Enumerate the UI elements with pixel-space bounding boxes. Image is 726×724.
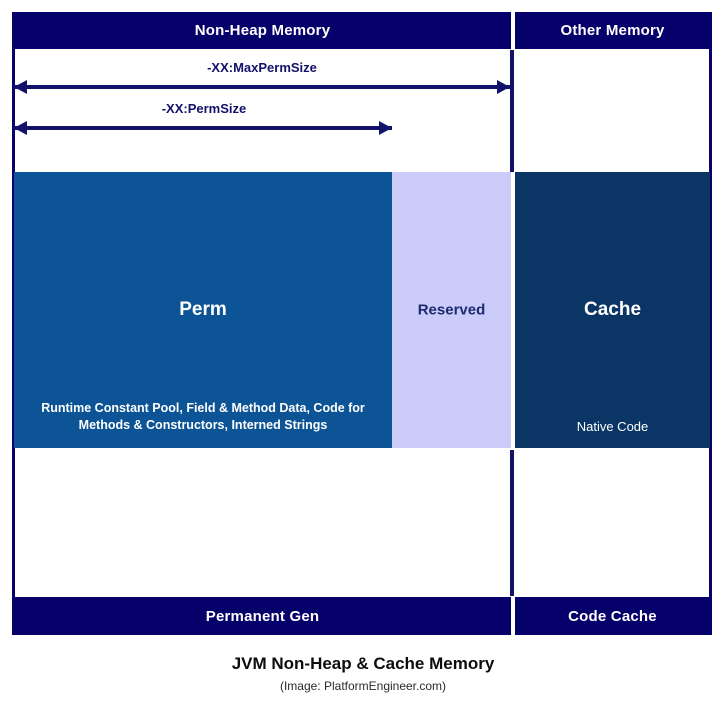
header-other-memory: Other Memory — [515, 12, 710, 49]
arrow-perm-size-label: -XX:PermSize — [161, 101, 247, 116]
arrow-max-perm-size-line — [14, 85, 510, 89]
header-other-memory-label: Other Memory — [560, 22, 665, 39]
memory-block-perm-description: Runtime Constant Pool, Field & Method Da… — [41, 401, 365, 433]
caption-credit: (Image: PlatformEngineer.com) — [279, 679, 447, 693]
frame-left-border — [12, 12, 15, 635]
header-non-heap-memory: Non-Heap Memory — [14, 12, 511, 49]
arrow-left-head-icon — [14, 121, 27, 135]
memory-block-perm: Perm Runtime Constant Pool, Field & Meth… — [14, 172, 392, 448]
memory-block-reserved: Reserved — [392, 172, 511, 448]
arrow-right-head-icon — [379, 121, 392, 135]
column-divider-upper — [510, 50, 514, 172]
arrow-left-head-icon — [14, 80, 27, 94]
footer-code-cache: Code Cache — [515, 597, 710, 635]
column-divider-lower — [510, 450, 514, 596]
caption-title: JVM Non-Heap & Cache Memory — [231, 654, 495, 673]
header-non-heap-memory-label: Non-Heap Memory — [194, 22, 331, 39]
memory-block-cache-title: Cache — [583, 299, 642, 320]
frame-right-border — [709, 12, 712, 635]
footer-code-cache-label: Code Cache — [568, 607, 657, 625]
footer-permanent-gen: Permanent Gen — [14, 597, 511, 635]
footer-permanent-gen-label: Permanent Gen — [205, 607, 320, 625]
arrow-max-perm-size-label: -XX:MaxPermSize — [207, 60, 317, 75]
memory-block-cache-description: Native Code — [576, 419, 649, 435]
arrow-right-head-icon — [497, 80, 510, 94]
memory-block-perm-title: Perm — [179, 299, 227, 320]
memory-block-cache: Cache Native Code — [515, 172, 710, 448]
memory-block-reserved-title: Reserved — [417, 301, 486, 319]
arrow-perm-size-line — [14, 126, 392, 130]
